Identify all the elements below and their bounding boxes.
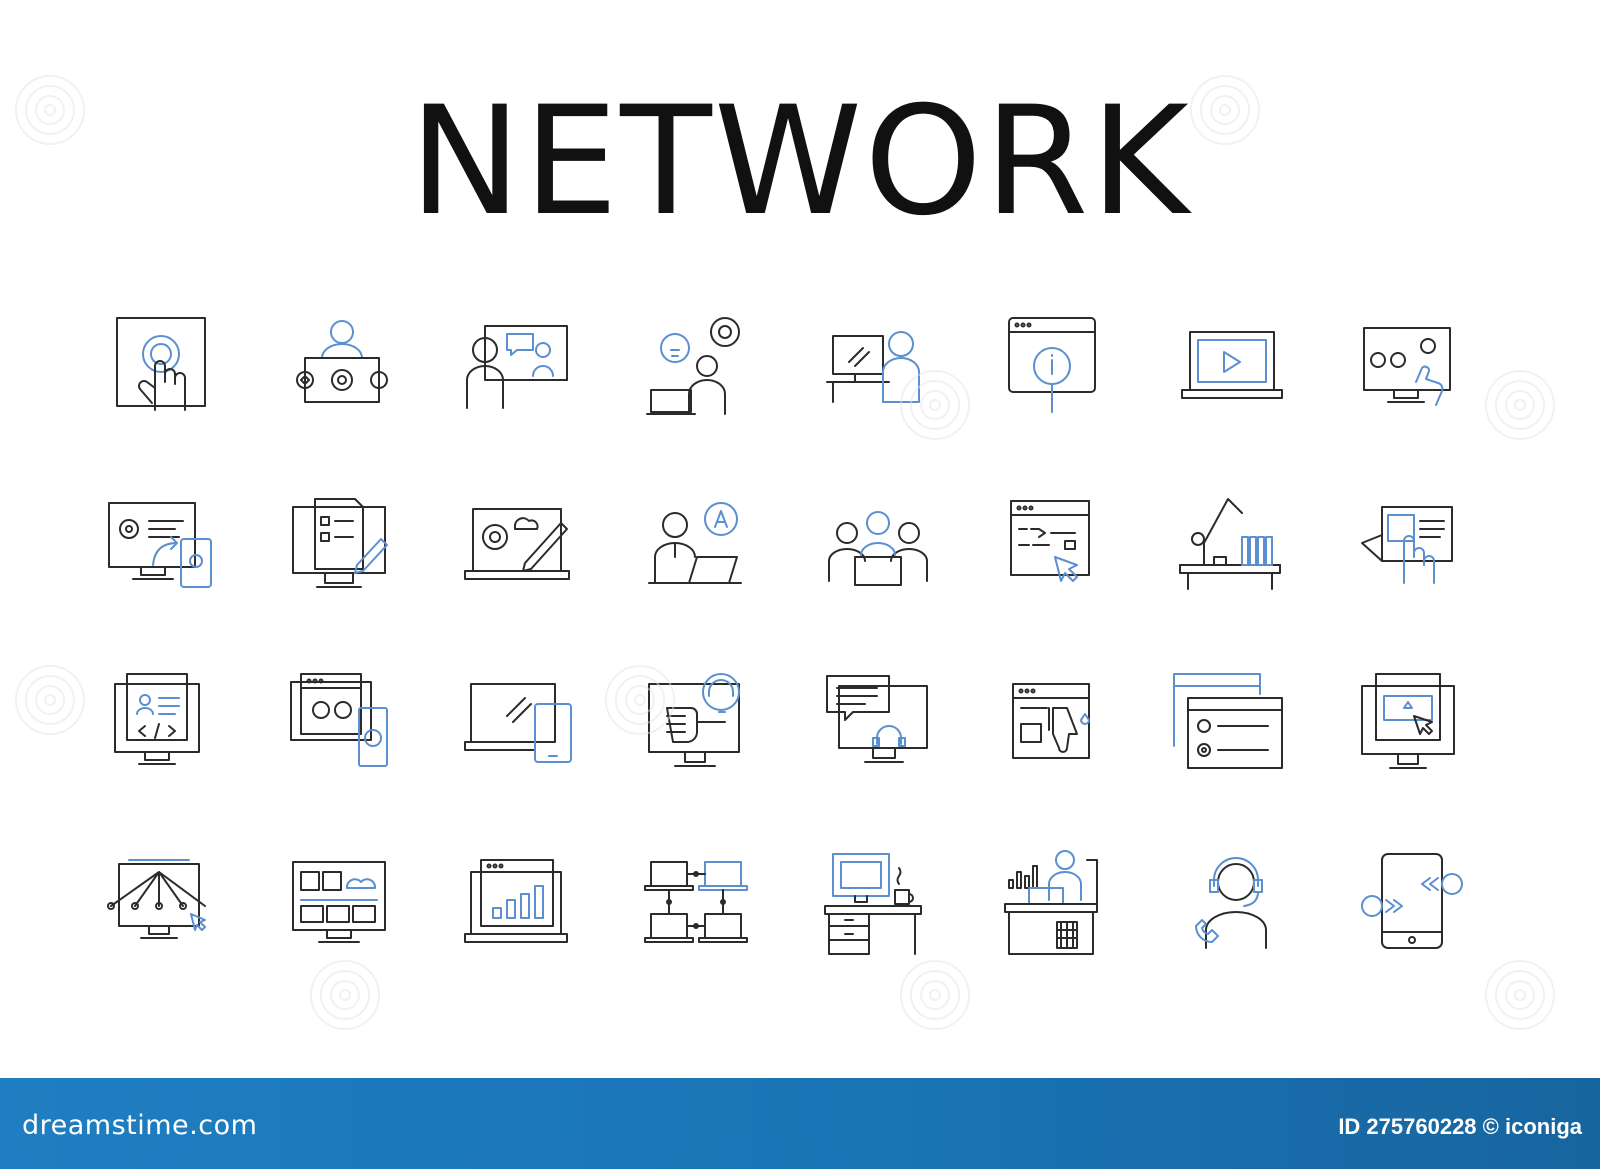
laptop-design-icon <box>464 495 575 605</box>
workstation-user-icon <box>825 310 935 420</box>
office-desk-computer-icon <box>824 850 935 960</box>
monitor-presentation-cursor-icon <box>1360 668 1470 778</box>
watermark-spiral-icon <box>1485 370 1555 440</box>
checklist-monitor-icon <box>287 495 397 605</box>
watermark-spiral-icon <box>15 665 85 735</box>
reception-desk-icon <box>1004 850 1115 960</box>
call-center-agent-icon <box>1180 850 1290 960</box>
watermark-spiral-icon <box>310 960 380 1030</box>
network-monitor-cursor-icon <box>105 850 215 960</box>
tablet-touch-icon <box>1360 495 1470 605</box>
image-id-credit: ID 275760228 © iconiga <box>1338 1114 1582 1139</box>
dreamstime-logo[interactable]: dreamstime.com <box>22 1110 258 1141</box>
laptop-tablet-icon <box>464 668 575 778</box>
info-window-icon <box>1005 310 1115 420</box>
translator-agent-icon <box>645 495 755 605</box>
dislike-window-icon <box>1005 668 1115 778</box>
code-profile-monitor-icon <box>105 668 215 778</box>
desk-lamp-icon <box>1179 495 1290 605</box>
payment-monitor-touch-icon <box>1360 310 1470 420</box>
laptop-video-icon <box>1180 310 1290 420</box>
page-title: NETWORK <box>409 75 1191 249</box>
video-call-icon <box>465 310 575 420</box>
payment-devices-icon <box>287 668 397 778</box>
browser-windows-icon <box>1173 668 1290 778</box>
connected-laptops-icon <box>644 850 755 960</box>
engineer-settings-icon <box>287 310 397 420</box>
analytics-laptop-icon <box>464 850 575 960</box>
watermark-spiral-icon <box>900 370 970 440</box>
watermark-spiral-icon <box>605 665 675 735</box>
fist-support-icon <box>645 668 755 778</box>
touch-screen-icon <box>105 310 215 420</box>
watermark-spiral-icon <box>900 960 970 1030</box>
email-transfer-icon <box>105 495 215 605</box>
cloud-dashboard-icon <box>287 850 397 960</box>
watermark-spiral-icon <box>1190 75 1260 145</box>
watermark-spiral-icon <box>15 75 85 145</box>
support-agent-ideas-icon <box>645 310 755 420</box>
code-window-cursor-icon <box>1005 495 1115 605</box>
footer-bar: dreamstime.com ID 275760228 © iconiga <box>0 1078 1600 1169</box>
chat-support-monitor-icon <box>825 668 935 778</box>
watermark-spiral-icon <box>1485 960 1555 1030</box>
mobile-money-transfer-icon <box>1360 850 1470 960</box>
team-laptop-icon <box>825 495 935 605</box>
icon-grid <box>105 310 1470 960</box>
